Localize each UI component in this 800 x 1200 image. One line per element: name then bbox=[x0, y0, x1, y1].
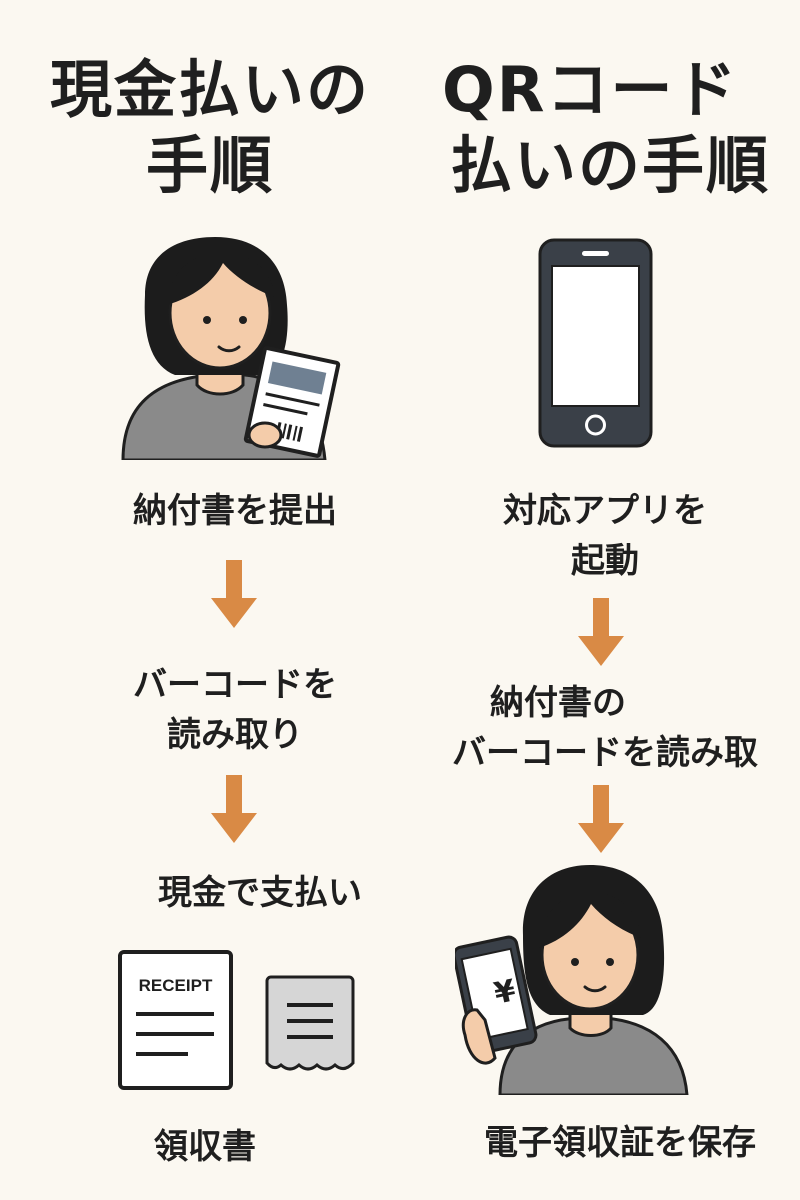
cash-title-line1: 現金払いの bbox=[49, 53, 370, 126]
qr-step-launch-app: 対応アプリを 起動 bbox=[470, 486, 740, 586]
down-arrow-icon bbox=[578, 785, 624, 855]
person-holding-slip-illustration bbox=[115, 235, 355, 460]
qr-title-line2: 払いの手順 bbox=[450, 129, 771, 202]
qr-step-scan-slip: 納付書の バーコードを読み取 bbox=[452, 678, 787, 778]
down-arrow-icon bbox=[211, 775, 257, 845]
step-line: 起動 bbox=[571, 541, 639, 581]
cash-step-scan-barcode: バーコードを 読み取り bbox=[90, 660, 380, 760]
receipt-document-icon: RECEIPT bbox=[118, 950, 233, 1090]
receipt-slip-icon bbox=[265, 975, 355, 1075]
qr-title: QRコード 払いの手順 bbox=[420, 52, 800, 204]
step-line: 領収書 bbox=[154, 1127, 256, 1167]
step-line: 読み取り bbox=[167, 715, 303, 755]
step-line: 納付書を提出 bbox=[133, 491, 337, 531]
cash-title-line2: 手順 bbox=[145, 129, 274, 202]
step-line: 電子領収証を保存 bbox=[484, 1123, 756, 1163]
step-line: バーコードを bbox=[133, 665, 337, 705]
cash-title: 現金払いの 手順 bbox=[20, 52, 400, 204]
cash-step-receipt: 領収書 bbox=[115, 1122, 295, 1172]
qr-title-line1: QRコード bbox=[442, 53, 739, 126]
down-arrow-icon bbox=[211, 560, 257, 630]
qr-step-save-e-receipt: 電子領収証を保存 bbox=[450, 1118, 790, 1168]
step-line: 対応アプリを bbox=[503, 491, 707, 531]
receipt-label: RECEIPT bbox=[138, 976, 213, 995]
step-line: 現金で支払い bbox=[158, 873, 362, 913]
cash-step-submit-slip: 納付書を提出 bbox=[90, 486, 380, 536]
step-line: 納付書の bbox=[490, 683, 626, 723]
person-holding-phone-illustration: ¥ bbox=[455, 860, 695, 1095]
down-arrow-icon bbox=[578, 598, 624, 668]
smartphone-icon bbox=[538, 238, 653, 448]
step-line: バーコードを読み取 bbox=[452, 733, 758, 773]
cash-step-pay-cash: 現金で支払い bbox=[115, 868, 405, 918]
